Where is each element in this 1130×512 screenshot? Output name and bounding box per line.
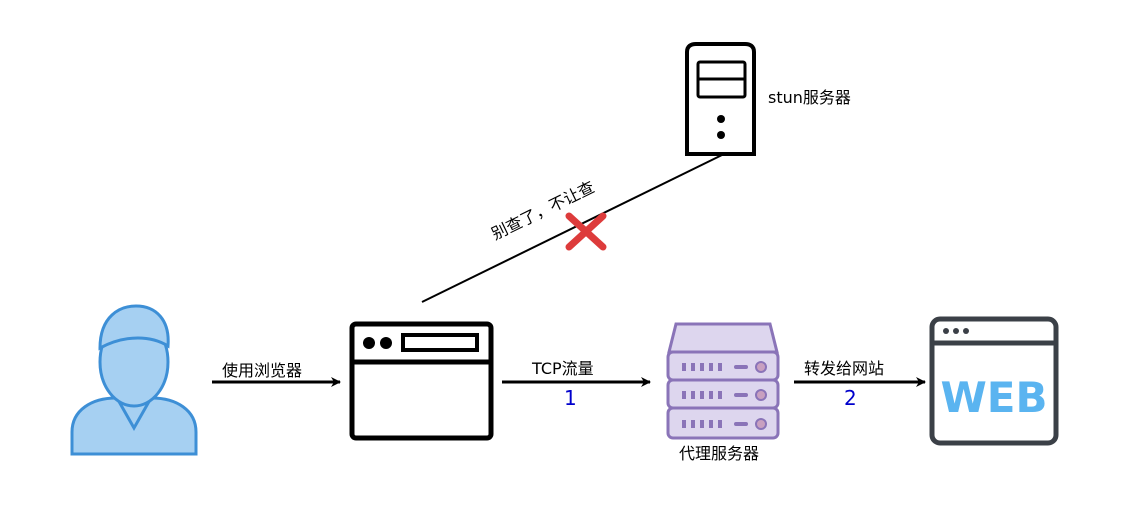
use-browser-label: 使用浏览器 [222, 361, 302, 380]
browser-window-icon [349, 321, 494, 441]
server-rack-icon [666, 322, 780, 440]
web-page-icon: WEB [929, 316, 1059, 446]
forward-to-site-label: 转发给网站 [804, 359, 884, 378]
user-icon [70, 304, 198, 456]
web-text: WEB [940, 373, 1047, 422]
proxy-server-label: 代理服务器 [679, 444, 759, 463]
cross-icon [565, 212, 607, 251]
step-2-number: 2 [844, 386, 857, 410]
server-tower-icon [685, 42, 756, 156]
stun-server-label: stun服务器 [768, 88, 851, 107]
blocked-connection-line [421, 154, 723, 303]
step-1-number: 1 [564, 386, 577, 410]
tcp-traffic-label: TCP流量 [531, 359, 594, 378]
